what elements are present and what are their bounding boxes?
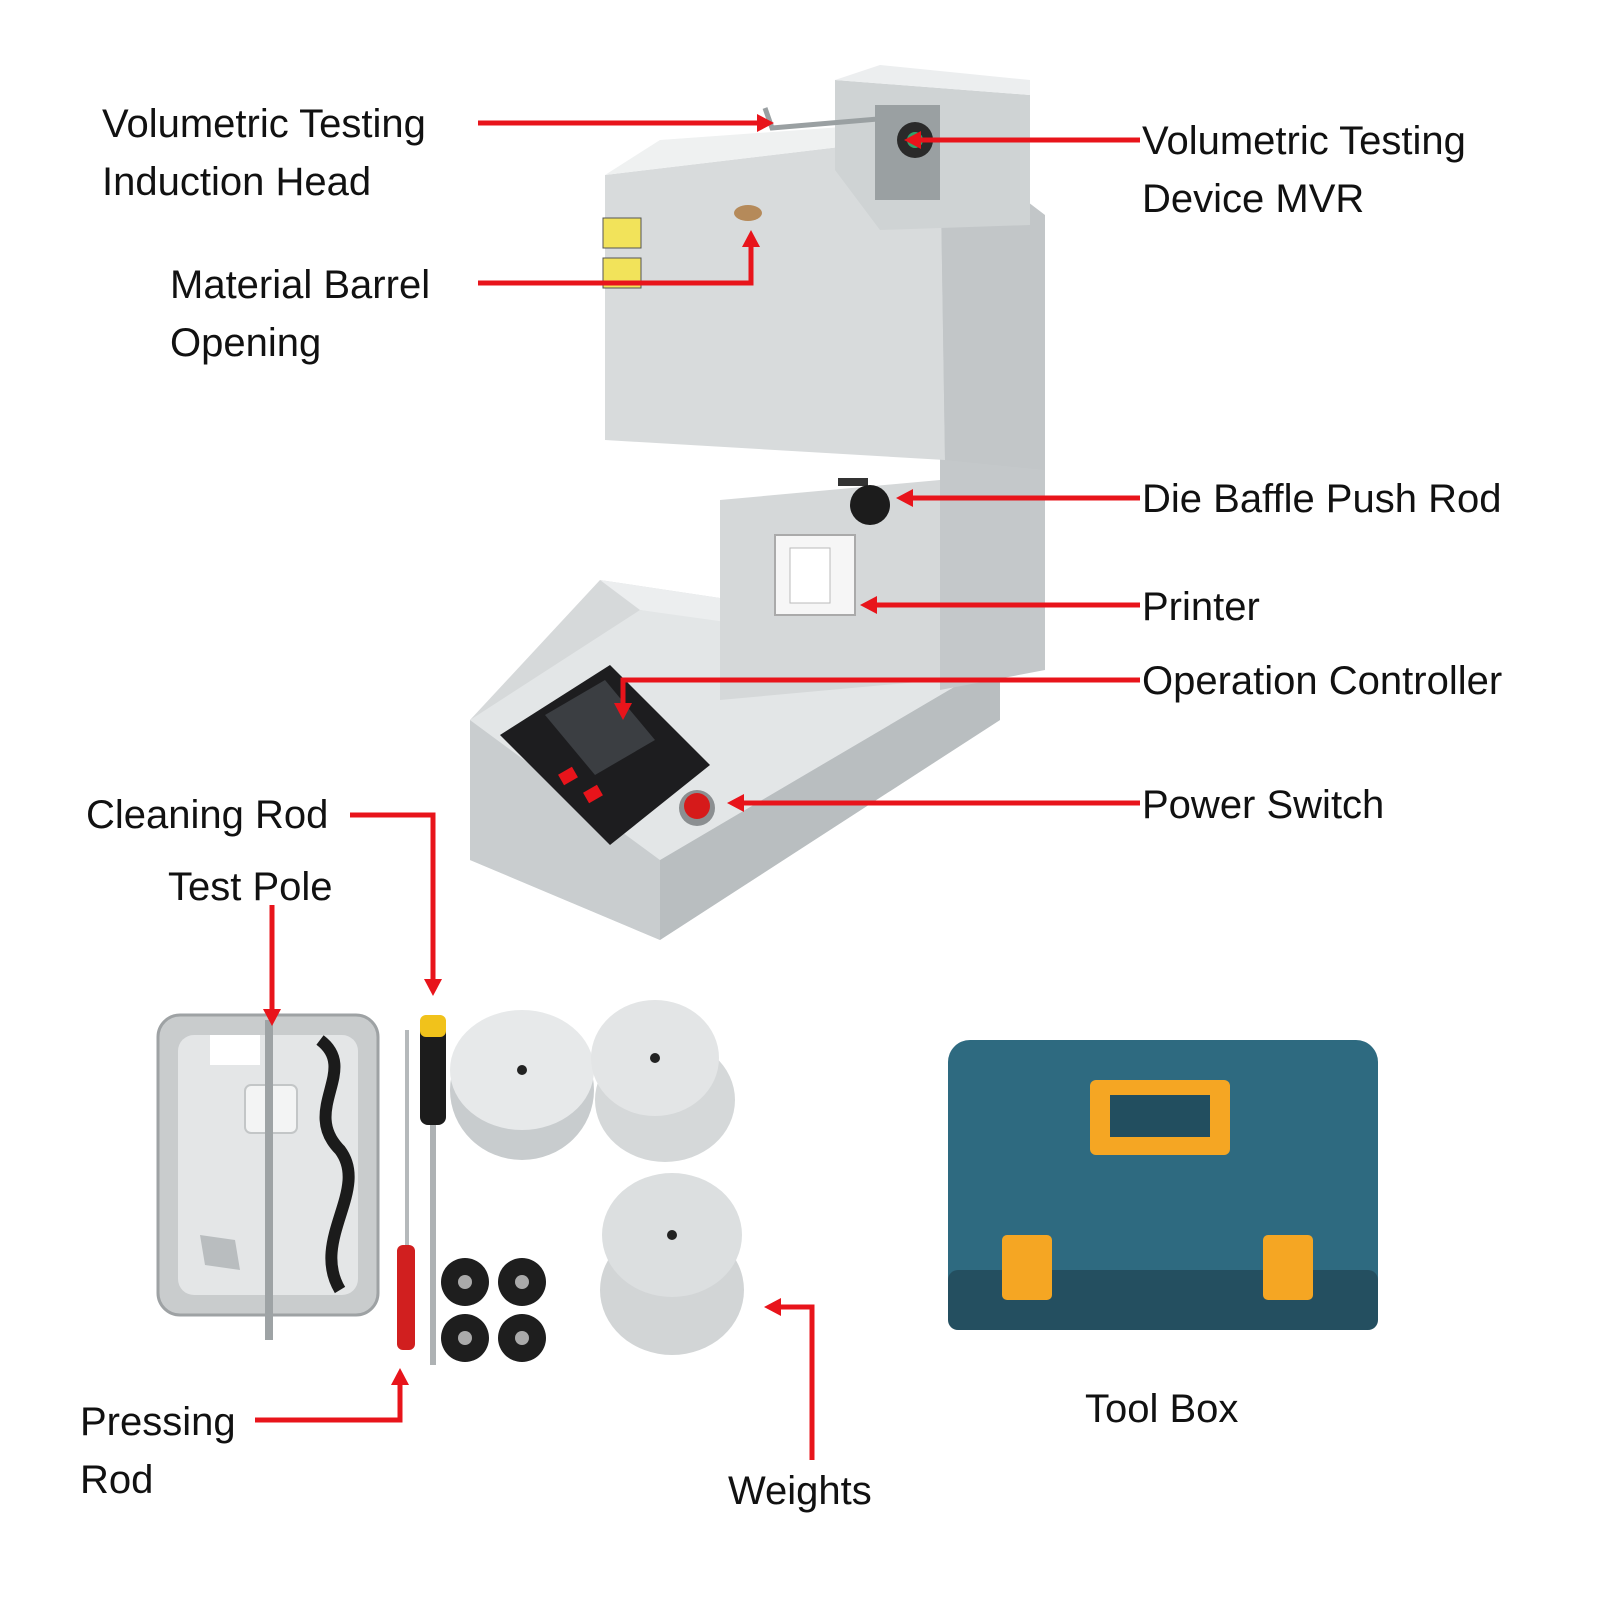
label-mvr-device: Volumetric Testing Device MVR xyxy=(1142,112,1466,228)
feet-icon xyxy=(441,1258,546,1362)
callout-controller xyxy=(620,677,1140,712)
callout-pressing-rod xyxy=(255,1376,403,1423)
label-mvr-device-line1: Volumetric Testing xyxy=(1142,119,1466,163)
mvr-machine-icon xyxy=(470,65,1045,940)
label-weights: Weights xyxy=(728,1469,872,1513)
tool-box-icon xyxy=(948,1040,1378,1330)
weights-icon xyxy=(450,1000,744,1355)
label-tool-box: Tool Box xyxy=(1085,1387,1239,1431)
label-test-pole: Test Pole xyxy=(168,865,333,909)
label-pressing-rod: Pressing Rod xyxy=(80,1393,236,1509)
callout-barrel-opening xyxy=(478,238,754,286)
label-barrel-opening-line1: Material Barrel xyxy=(170,263,431,307)
label-barrel-opening-line2: Opening xyxy=(170,321,322,365)
label-pressing-rod-line1: Pressing xyxy=(80,1400,236,1444)
label-barrel-opening: Material Barrel Opening xyxy=(170,256,430,372)
callout-weights xyxy=(772,1304,815,1460)
label-controller: Operation Controller xyxy=(1142,659,1503,703)
label-printer: Printer xyxy=(1142,585,1260,629)
label-mvr-device-line2: Device MVR xyxy=(1142,177,1365,221)
label-induction-head: Volumetric Testing Induction Head xyxy=(102,95,426,211)
pressing-rod-icon xyxy=(397,1030,415,1350)
label-push-rod: Die Baffle Push Rod xyxy=(1142,477,1502,521)
label-induction-head-line1: Volumetric Testing xyxy=(102,102,426,146)
callout-arrowheads xyxy=(263,114,921,1385)
test-pole-icon xyxy=(265,1020,273,1340)
label-pressing-rod-line2: Rod xyxy=(80,1458,154,1502)
cleaning-rod-icon xyxy=(420,1015,446,1365)
label-power-switch: Power Switch xyxy=(1142,783,1385,827)
label-induction-head-line2: Induction Head xyxy=(102,160,372,204)
label-cleaning-rod: Cleaning Rod xyxy=(86,793,329,837)
callout-cleaning-rod xyxy=(350,812,436,988)
callout-lines xyxy=(255,120,1140,1460)
